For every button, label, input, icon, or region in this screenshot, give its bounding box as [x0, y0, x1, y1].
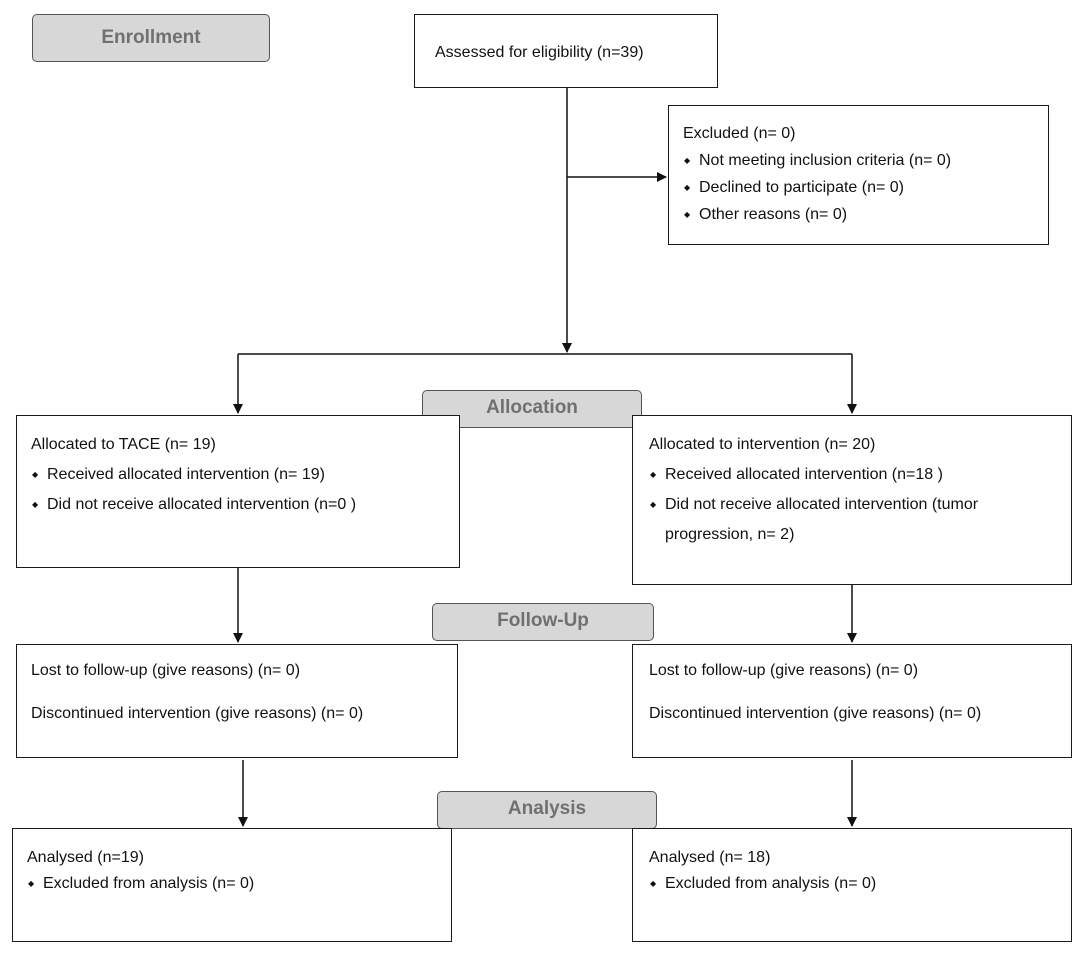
followup-right-lost: Lost to follow-up (give reasons) (n= 0) — [649, 662, 919, 679]
stage-label-enrollment: Enrollment — [32, 14, 270, 62]
excluded-reason-item: Declined to participate (n= 0) — [683, 174, 1048, 201]
allocation-left-item: Did not receive allocated intervention (… — [31, 490, 459, 520]
allocation-left-title: Allocated to TACE (n= 19) — [31, 436, 216, 453]
analysis-left-title: Analysed (n=19) — [27, 849, 144, 866]
allocation-right-item: Received allocated intervention (n=18 ) — [649, 460, 1071, 490]
followup-right-discontinued: Discontinued intervention (give reasons)… — [649, 705, 982, 722]
analysis-left-item: Excluded from analysis (n= 0) — [27, 871, 451, 897]
allocation-left-box: Allocated to TACE (n= 19) Received alloc… — [16, 415, 460, 568]
analysis-right-item: Excluded from analysis (n= 0) — [649, 871, 1071, 897]
allocation-right-list: Received allocated intervention (n=18 ) … — [649, 460, 1071, 550]
allocation-left-list: Received allocated intervention (n= 19) … — [31, 460, 459, 520]
excluded-title: Excluded (n= 0) — [683, 125, 796, 142]
excluded-reason-item: Other reasons (n= 0) — [683, 201, 1048, 228]
assessed-label: Assessed for eligibility (n=39) — [435, 44, 644, 61]
allocation-right-item: Did not receive allocated intervention (… — [649, 490, 1050, 550]
followup-left-box: Lost to follow-up (give reasons) (n= 0) … — [16, 644, 458, 758]
followup-left-discontinued: Discontinued intervention (give reasons)… — [31, 705, 364, 722]
allocation-right-box: Allocated to intervention (n= 20) Receiv… — [632, 415, 1072, 585]
followup-right-box: Lost to follow-up (give reasons) (n= 0) … — [632, 644, 1072, 758]
assessed-box: Assessed for eligibility (n=39) — [414, 14, 718, 88]
stage-label-analysis: Analysis — [437, 791, 657, 829]
analysis-right-list: Excluded from analysis (n= 0) — [649, 871, 1071, 897]
allocation-left-item: Received allocated intervention (n= 19) — [31, 460, 459, 490]
stage-label-follow-up: Follow-Up — [432, 603, 654, 641]
allocation-right-title: Allocated to intervention (n= 20) — [649, 436, 876, 453]
excluded-box: Excluded (n= 0) Not meeting inclusion cr… — [668, 105, 1049, 245]
excluded-reasons-list: Not meeting inclusion criteria (n= 0) De… — [683, 147, 1048, 228]
excluded-reason-item: Not meeting inclusion criteria (n= 0) — [683, 147, 1048, 174]
analysis-left-list: Excluded from analysis (n= 0) — [27, 871, 451, 897]
analysis-right-box: Analysed (n= 18) Excluded from analysis … — [632, 828, 1072, 942]
followup-left-lost: Lost to follow-up (give reasons) (n= 0) — [31, 662, 301, 679]
analysis-right-title: Analysed (n= 18) — [649, 849, 771, 866]
analysis-left-box: Analysed (n=19) Excluded from analysis (… — [12, 828, 452, 942]
